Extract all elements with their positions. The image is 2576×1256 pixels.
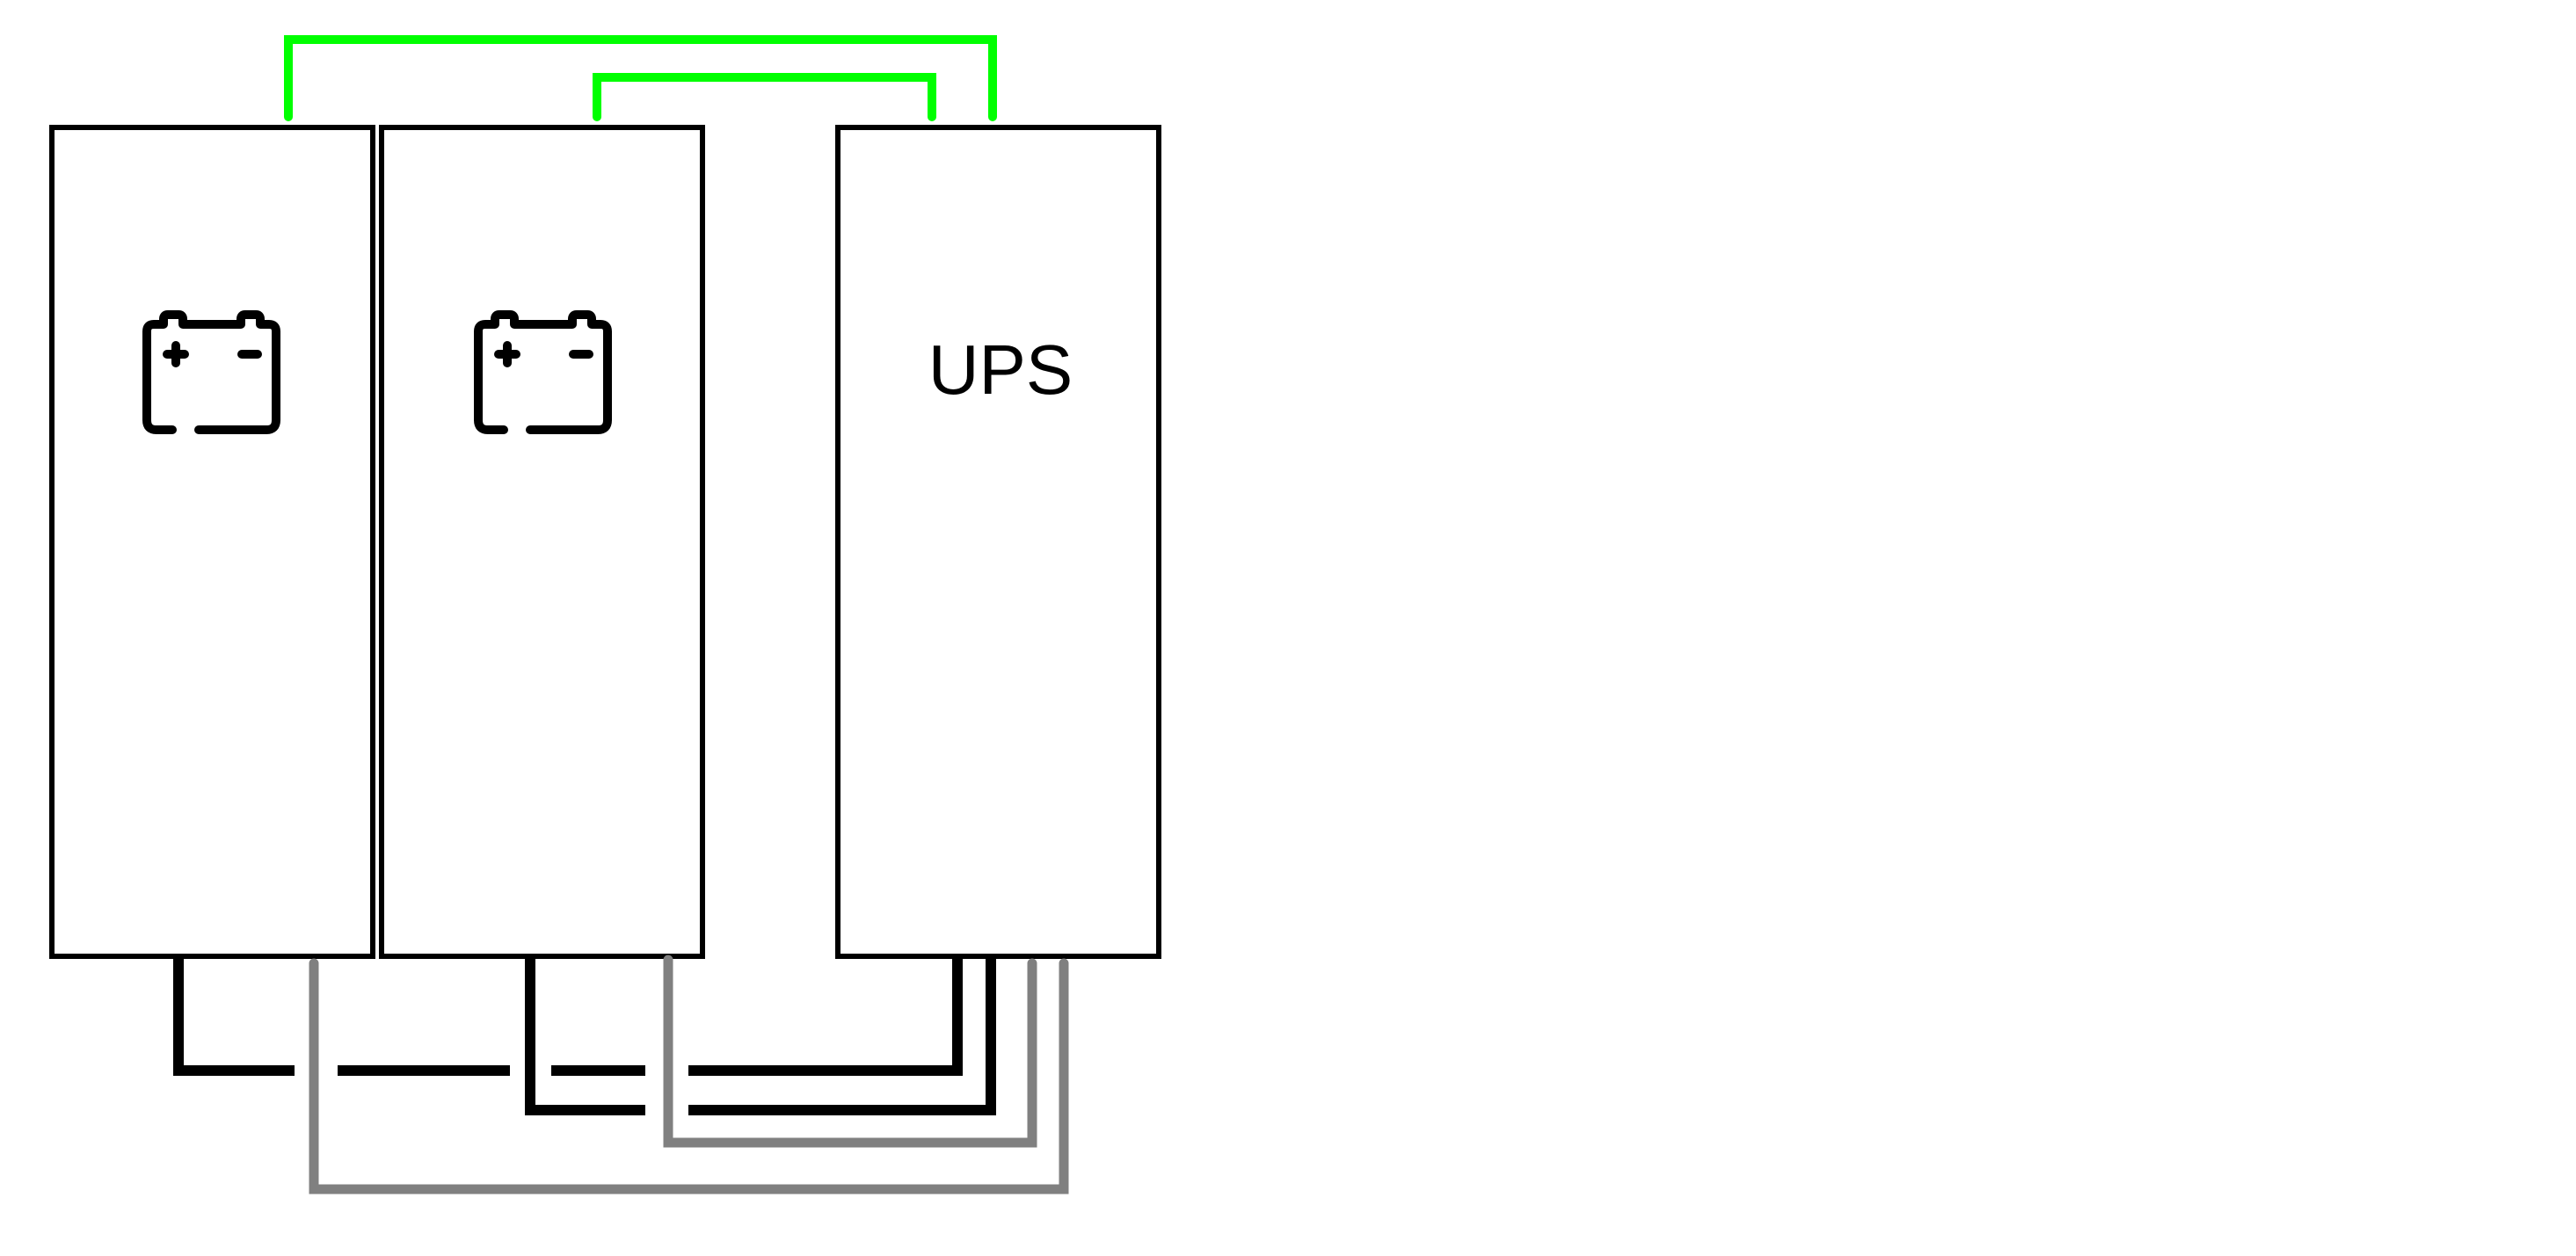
ups-cabinet	[835, 125, 1161, 959]
gray-link-inner	[663, 955, 1037, 1148]
black-link-2	[525, 958, 996, 1115]
battery-icon	[142, 310, 280, 434]
green-link-inner	[593, 73, 936, 121]
black-link-1	[173, 958, 963, 1076]
battery-cabinet-2	[379, 125, 705, 959]
gray-link-outer	[309, 958, 1069, 1194]
battery-icon	[474, 310, 612, 434]
ups-label: UPS	[928, 330, 1073, 409]
battery-cabinet-1	[49, 125, 375, 959]
green-link-outer	[284, 35, 997, 121]
